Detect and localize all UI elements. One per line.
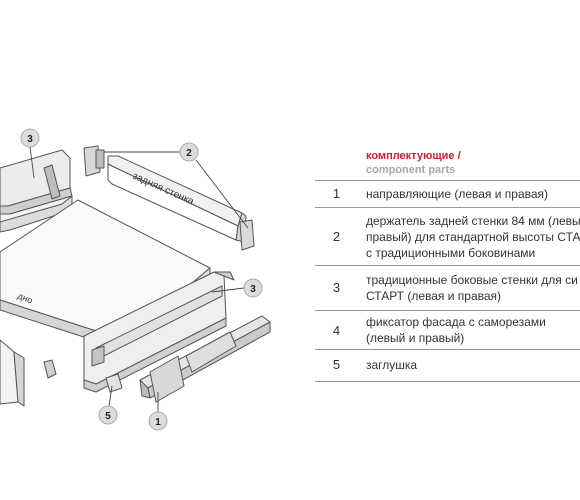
right-side-wall xyxy=(83,271,235,393)
callout-marker-3-right: 3 xyxy=(243,278,263,298)
callout-marker-2: 2 xyxy=(179,142,199,162)
svg-text:3: 3 xyxy=(27,134,33,145)
leader-lines xyxy=(29,146,249,412)
part-description: традиционные боковые стенки для си СТАРТ… xyxy=(366,273,578,303)
callout-marker-3-top: 3 xyxy=(20,128,40,148)
parts-row: 2 держатель задней стенки 84 мм (левы пр… xyxy=(315,207,580,265)
runner-guide xyxy=(139,315,271,403)
svg-text:3: 3 xyxy=(250,284,256,295)
part-description: направляющие (левая и правая) xyxy=(366,187,549,201)
left-side-wall xyxy=(0,149,73,233)
end-cap xyxy=(105,373,123,393)
svg-text:1: 1 xyxy=(155,417,161,428)
back-wall-holder-left xyxy=(83,145,105,177)
parts-row: 3 традиционные боковые стенки для си СТА… xyxy=(315,265,580,310)
svg-text:5: 5 xyxy=(105,411,111,422)
component-parts-panel: комплектующие / component parts 1 направ… xyxy=(315,0,580,500)
part-number: 4 xyxy=(332,323,341,338)
part-number: 2 xyxy=(332,229,341,244)
part-number: 5 xyxy=(332,357,341,372)
back-wall-holder-right xyxy=(239,219,255,251)
parts-header-ru: комплектующие / xyxy=(366,150,461,162)
front-panel xyxy=(0,339,25,407)
back-wall xyxy=(107,155,247,243)
front-fixator xyxy=(43,359,57,379)
part-description: заглушка xyxy=(366,358,418,372)
parts-row: 5 заглушка xyxy=(315,349,580,382)
callout-marker-1: 1 xyxy=(148,411,168,431)
part-description: держатель задней стенки 84 мм (левы прав… xyxy=(366,214,580,260)
parts-header-en: component parts xyxy=(366,164,456,176)
drawer-assembly-diagram: 3 2 3 5 1 задняя стенка дно xyxy=(0,128,271,431)
part-number: 1 xyxy=(332,186,341,201)
part-number: 3 xyxy=(332,280,341,295)
parts-row: 1 направляющие (левая и правая) xyxy=(315,180,580,207)
callout-marker-5: 5 xyxy=(98,405,118,425)
svg-text:2: 2 xyxy=(186,148,192,159)
parts-row: 4 фиксатор фасада с саморезами (левый и … xyxy=(315,310,580,349)
parts-table: 1 направляющие (левая и правая) 2 держат… xyxy=(315,180,580,382)
part-description: фиксатор фасада с саморезами (левый и пр… xyxy=(366,315,546,345)
